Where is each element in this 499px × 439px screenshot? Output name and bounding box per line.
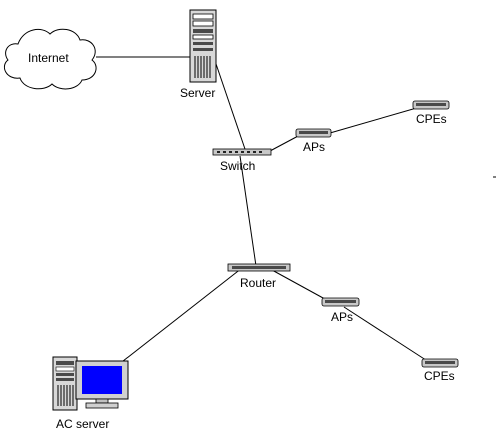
connection-lines xyxy=(96,56,433,366)
link-aps-bottom-cpes-bottom xyxy=(343,306,433,365)
internet-label: Internet xyxy=(28,51,69,65)
aps-top-label: APs xyxy=(303,140,325,154)
link-aps-top-cpes-top xyxy=(329,106,421,134)
ac-server-label: AC server xyxy=(56,417,109,431)
link-switch-aps-top xyxy=(269,134,301,152)
link-server-switch xyxy=(213,57,247,153)
router-icon xyxy=(227,263,291,272)
server-label: Server xyxy=(180,86,215,100)
cpes-bottom-label: CPEs xyxy=(424,369,455,383)
ac-server-icon xyxy=(52,356,129,411)
aps-bottom-label: APs xyxy=(331,310,353,324)
cpe-bottom-icon xyxy=(421,358,459,368)
link-router-ac-server xyxy=(117,267,243,366)
server-icon xyxy=(189,9,217,83)
link-switch-router xyxy=(239,155,257,267)
access-point-bottom-icon xyxy=(321,297,360,307)
cpes-top-label: CPEs xyxy=(416,112,447,126)
router-label: Router xyxy=(240,276,276,290)
access-point-top-icon xyxy=(295,128,332,138)
cpe-top-icon xyxy=(412,100,450,110)
switch-label: Switch xyxy=(220,159,255,173)
internet-cloud-icon xyxy=(4,28,97,90)
switch-icon xyxy=(212,148,272,156)
